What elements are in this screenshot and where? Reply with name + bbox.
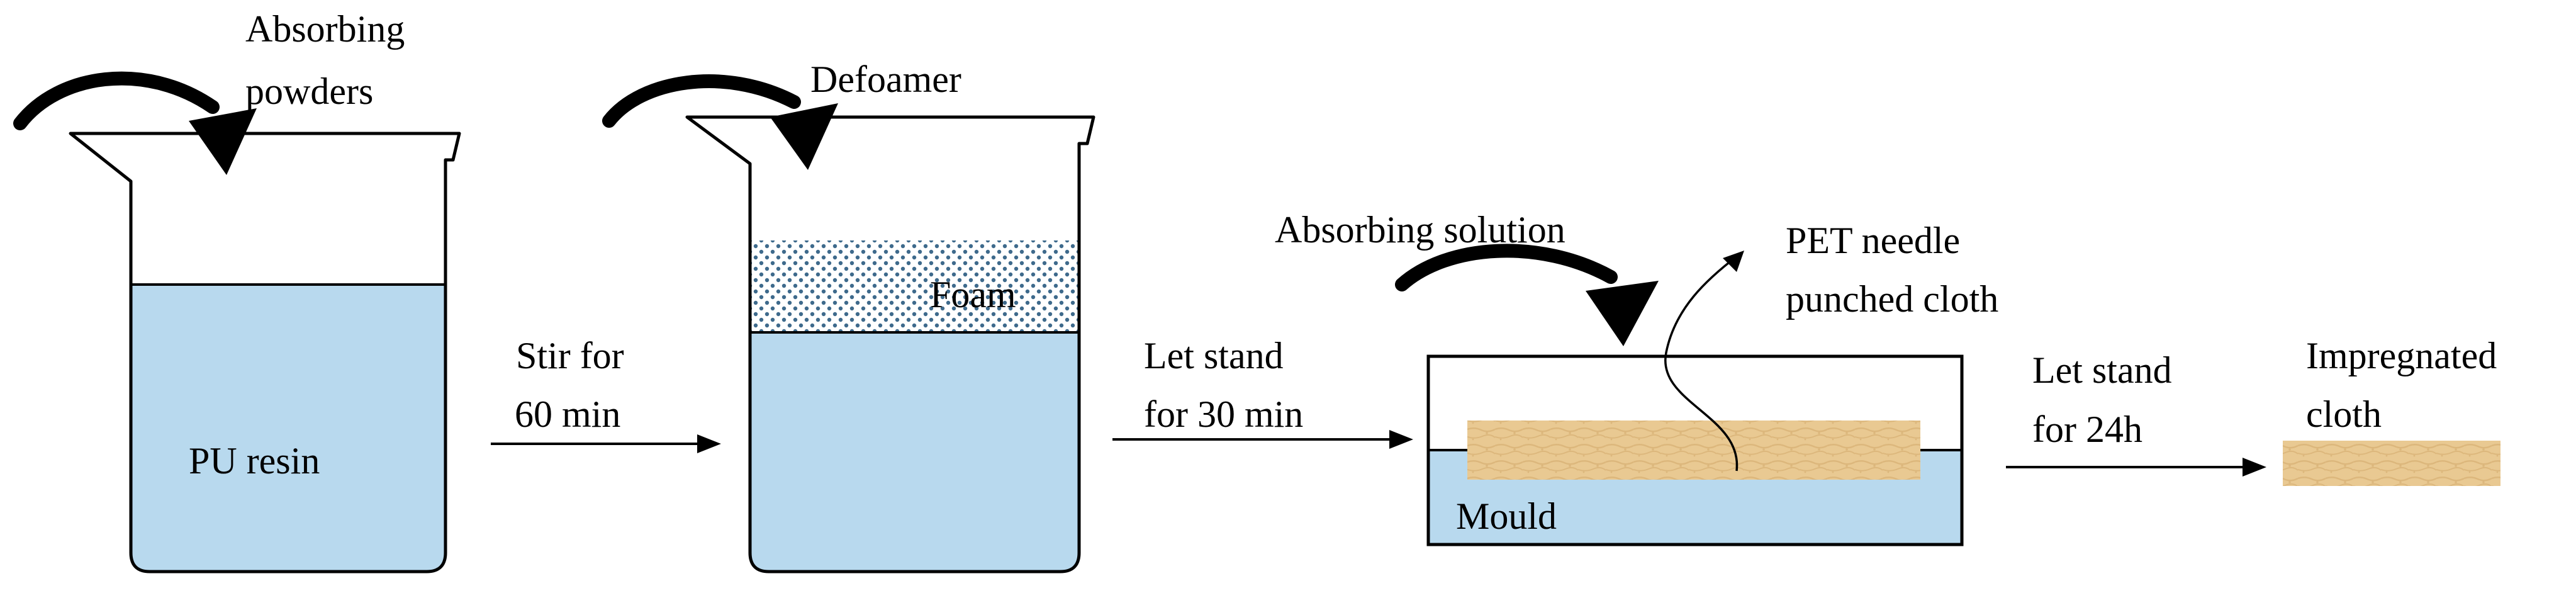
absorbing-solution-label: Absorbing solution <box>1275 209 1565 251</box>
beaker-1-outline <box>69 132 461 573</box>
let-stand-30-line2: for 30 min <box>1144 393 1303 435</box>
defoamer-curved-arrow <box>602 74 838 170</box>
let-stand-30-arrow <box>1112 430 1413 449</box>
let-stand-24h-arrow <box>2006 458 2266 477</box>
absorbing-powders-label-line1: Absorbing <box>245 8 405 50</box>
mould-outline <box>1426 354 1964 546</box>
beaker-2-outline <box>685 115 1095 573</box>
let-stand-24h-line1: Let stand <box>2032 349 2172 391</box>
beaker-1-liquid <box>131 285 445 572</box>
mould-label: Mould <box>1456 495 1557 537</box>
mould-container <box>1426 354 1964 546</box>
let-stand-30-line1: Let stand <box>1144 335 1284 376</box>
beaker-defoamer <box>685 115 1095 573</box>
pet-cloth-label-line2: punched cloth <box>1786 278 1998 320</box>
beaker-2-liquid <box>750 332 1079 572</box>
pu-resin-label: PU resin <box>189 440 320 482</box>
foam-layer <box>750 240 1079 332</box>
absorbing-powders-curved-arrow <box>13 71 257 175</box>
absorbing-powders-label-line2: powders <box>245 71 373 112</box>
impregnated-cloth-label-line1: Impregnated <box>2306 335 2497 376</box>
impregnated-cloth-label-line2: cloth <box>2306 393 2382 435</box>
impregnated-cloth-sample <box>2283 441 2500 486</box>
absorbing-solution-curved-arrow <box>1395 244 1659 346</box>
defoamer-label: Defoamer <box>810 59 961 100</box>
stir-for-label: Stir for <box>516 335 624 376</box>
stir-duration-label: 60 min <box>515 393 620 435</box>
cloth-pointer-arrow <box>1664 251 1744 472</box>
foam-label: Foam <box>930 274 1016 315</box>
stir-step-arrow <box>491 434 721 453</box>
pet-cloth-label-line1: PET needle <box>1786 220 1960 261</box>
let-stand-24h-line2: for 24h <box>2032 409 2142 450</box>
beaker-pu-resin <box>69 132 461 573</box>
